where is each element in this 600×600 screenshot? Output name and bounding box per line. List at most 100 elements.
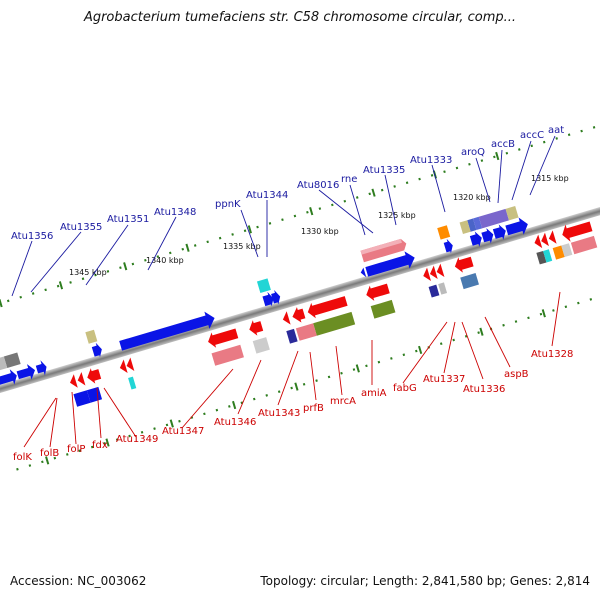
gene-arrow[interactable] [270, 289, 282, 306]
gene-box[interactable] [211, 344, 244, 366]
gene-label-folK: folK [13, 452, 32, 463]
gene-box[interactable] [360, 238, 402, 255]
gene-arrow[interactable] [206, 326, 239, 350]
gene-arrow[interactable] [453, 254, 475, 274]
gene-arrow[interactable] [85, 366, 102, 385]
reverse-genes[interactable] [67, 218, 599, 407]
gene-arrow[interactable] [306, 293, 349, 320]
gene-box[interactable] [459, 220, 471, 234]
gene-box[interactable] [478, 208, 509, 229]
gene-label-Atu1333: Atu1333 [410, 155, 452, 166]
gene-box[interactable] [561, 243, 573, 258]
gene-arrow[interactable] [469, 230, 484, 248]
chromosome-backbone [0, 193, 600, 401]
bottom-gene-labels[interactable]: Atu1328 aspB Atu1336 Atu1337 fabG amiA m… [13, 349, 573, 463]
gene-box[interactable] [543, 249, 553, 263]
gene-label-Atu1337: Atu1337 [423, 374, 465, 385]
gene-arrow[interactable] [68, 374, 78, 389]
gene-arrow[interactable] [547, 230, 557, 245]
gene-label-aroQ: aroQ [461, 147, 485, 158]
gene-box[interactable] [252, 337, 270, 354]
gene-label-accC: accC [520, 130, 544, 141]
gene-box[interactable] [3, 352, 21, 368]
gene-arrow[interactable] [15, 362, 37, 382]
gene-arrow[interactable] [421, 267, 432, 283]
gene-arrow[interactable] [262, 291, 276, 308]
gene-label-Atu1335: Atu1335 [363, 165, 405, 176]
gene-arrow[interactable] [118, 359, 128, 375]
gene-label-Atu1355: Atu1355 [60, 222, 102, 233]
gene-box[interactable] [73, 390, 91, 407]
gene-arrow[interactable] [492, 223, 508, 242]
gene-label-mrcA: mrcA [330, 396, 356, 407]
gene-label-Atu1349: Atu1349 [116, 434, 158, 445]
gene-label-Atu1328: Atu1328 [531, 349, 573, 360]
gene-label-Atu1351: Atu1351 [107, 214, 149, 225]
gene-arrow[interactable] [481, 227, 496, 245]
gene-arrow[interactable] [281, 311, 291, 326]
gene-box[interactable] [256, 278, 271, 293]
gene-box[interactable] [295, 323, 317, 341]
gene-arrow[interactable] [435, 263, 445, 279]
top-gene-labels[interactable]: aat accC accB aroQ Atu1333 Atu1335 rne A… [11, 125, 564, 242]
gene-box[interactable] [286, 328, 298, 344]
gene-arrow[interactable] [118, 309, 217, 354]
gene-box[interactable] [505, 206, 519, 221]
gene-arrow[interactable] [504, 216, 530, 240]
gene-label-Atu1336: Atu1336 [463, 384, 505, 395]
gene-arrow[interactable] [428, 265, 438, 281]
scale-label: 1335 kbp [223, 242, 261, 251]
scale-label: 1330 kbp [301, 227, 339, 236]
gene-arrow[interactable] [290, 306, 306, 325]
gene-arrow[interactable] [0, 368, 19, 390]
gene-arrow[interactable] [247, 318, 264, 337]
gene-box[interactable] [128, 376, 137, 390]
gene-label-Atu8016: Atu8016 [297, 180, 339, 191]
gene-arrow[interactable] [35, 359, 49, 377]
scale-labels: 1315 kbp 1320 kbp 1325 kbp 1330 kbp 1335… [69, 174, 569, 277]
gene-box[interactable] [370, 299, 396, 319]
gene-box[interactable] [536, 250, 547, 265]
gene-label-fdx: fdx [92, 440, 108, 451]
gene-box[interactable] [0, 356, 8, 374]
gene-label-folB: folB [40, 448, 59, 459]
gene-box[interactable] [460, 273, 479, 290]
gene-label-prfB: prfB [303, 403, 324, 414]
gene-label-folP: folP [67, 444, 85, 455]
gene-box[interactable] [467, 218, 477, 232]
bottom-leaders [23, 291, 561, 448]
gene-box[interactable] [313, 311, 356, 336]
gene-label-aat: aat [548, 125, 564, 136]
map-title: Agrobacterium tumefaciens str. C58 chrom… [83, 10, 517, 25]
gene-arrow[interactable] [539, 232, 549, 248]
gene-arrow[interactable] [76, 372, 86, 387]
gene-box[interactable] [552, 245, 565, 260]
gene-label-fabG: fabG [393, 383, 417, 394]
gene-arrow[interactable] [125, 357, 135, 373]
gene-arrow[interactable] [560, 218, 594, 244]
gene-box[interactable] [437, 225, 451, 240]
gene-label-Atu1347: Atu1347 [162, 426, 204, 437]
gene-label-Atu1344: Atu1344 [246, 190, 288, 201]
gene-label-ppnK: ppnK [215, 199, 241, 210]
gene-box[interactable] [438, 282, 448, 295]
gene-box[interactable] [472, 216, 483, 231]
gene-arrow[interactable] [443, 238, 455, 255]
gene-arrow[interactable] [360, 267, 367, 279]
gene-box[interactable] [85, 329, 98, 344]
gene-label-Atu1343: Atu1343 [258, 408, 300, 419]
gene-arrow[interactable] [364, 281, 391, 303]
gene-label-accB: accB [491, 139, 515, 150]
gene-box[interactable] [570, 235, 598, 255]
top-leaders [11, 135, 556, 297]
scale-label: 1340 kbp [146, 256, 184, 265]
gene-arrow[interactable] [91, 342, 104, 359]
gene-label-Atu1346: Atu1346 [214, 417, 256, 428]
gene-arrow[interactable] [532, 234, 543, 250]
accession-text: Accession: NC_003062 [10, 574, 147, 588]
forward-genes[interactable] [0, 203, 531, 392]
gene-box[interactable] [428, 284, 440, 298]
gene-arrow[interactable] [364, 249, 417, 280]
